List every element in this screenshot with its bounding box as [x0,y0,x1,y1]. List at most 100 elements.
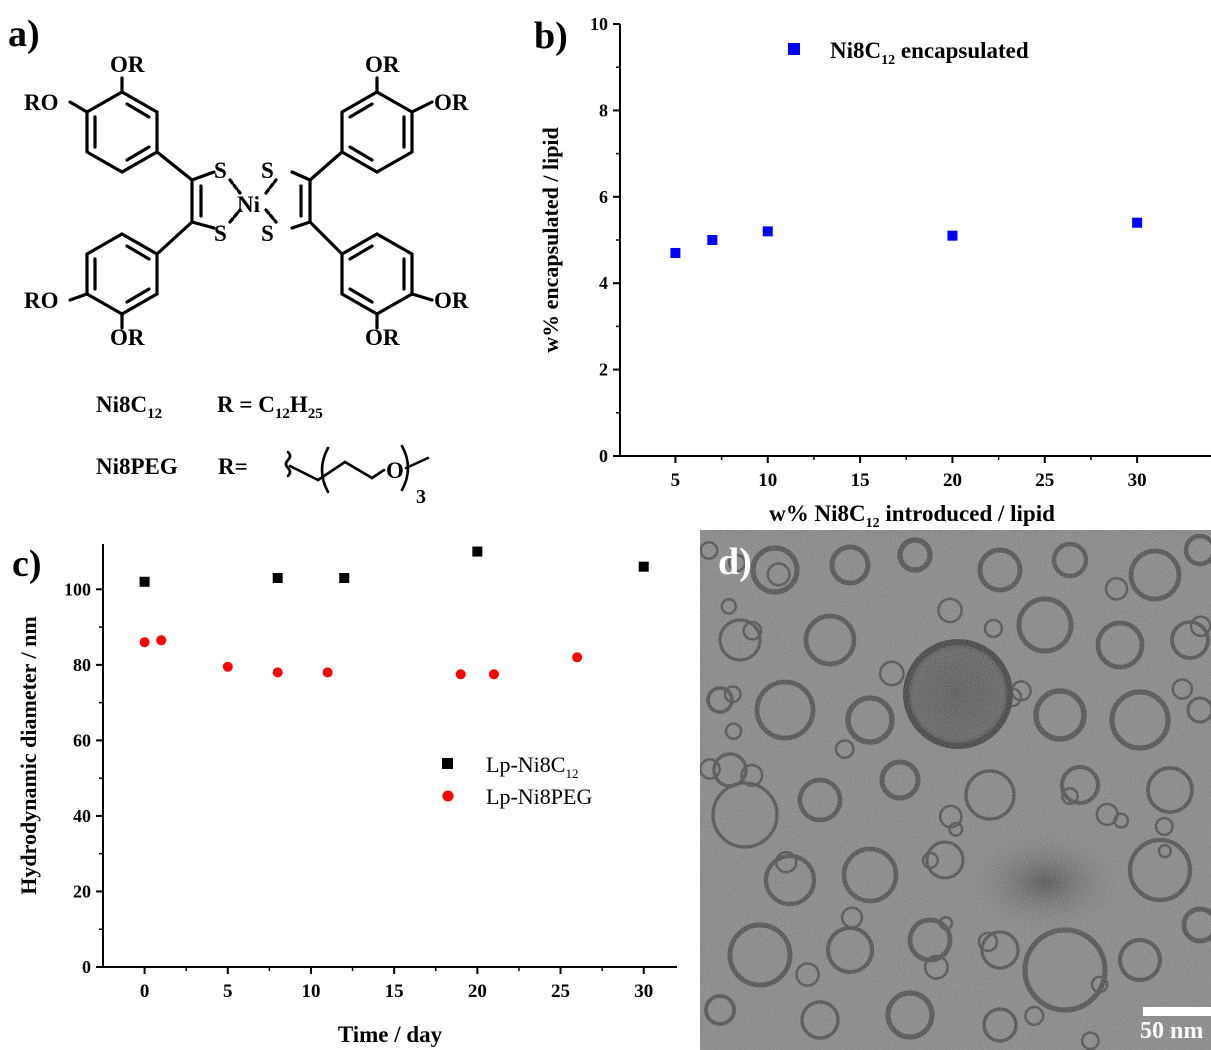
peg-repeat-count: 3 [416,486,426,508]
data-point-series-1 [272,667,283,678]
chart-b-points [670,217,1143,258]
data-point-series-0 [707,235,718,245]
compound-ni8peg-name: Ni8PEG [96,454,178,479]
data-point-series-1 [572,652,583,663]
sulfur-atom-label: S [214,221,227,246]
data-point-series-1 [139,637,150,648]
chart-c-legend: Lp-Ni8C12 Lp-Ni8PEG [442,752,592,809]
chart-b-legend: Ni8C12 encapsulated [788,38,1029,68]
nickel-atom-label: Ni [237,192,261,217]
y-tick-label: 4 [599,273,608,293]
scale-bar [1143,1007,1211,1016]
peg-open-bracket [320,446,330,494]
data-point-series-1 [488,669,499,680]
bottom-left-ro-label: RO [24,288,59,313]
x-tick-label: 15 [385,981,404,1002]
x-tick-label: 20 [468,981,487,1002]
panel-c-label: c) [12,543,42,585]
x-tick-label: 10 [758,470,777,491]
bottom-right-or-label: OR [365,325,400,350]
legend-label-lp-ni8peg: Lp-Ni8PEG [486,784,592,809]
data-point-series-0 [139,576,150,587]
data-point-series-0 [670,247,681,258]
tem-vesicle-image [700,530,1211,1050]
y-tick-label: 20 [73,881,91,901]
compound-ni8c12-r-group: R = C12H25 [217,392,323,422]
compound-ni8c12-name: Ni8C12 [96,392,162,422]
legend-marker-lp-ni8c12 [442,758,453,769]
y-tick-label: 0 [599,446,608,466]
nickel-dithiolene-structure: OR RO RO OR OR OR OR OR S S S S Ni Ni8C1… [24,52,469,508]
data-point-series-1 [156,635,167,646]
data-point-series-0 [638,561,649,572]
encapsulation-scatter-plot: 5 10 15 20 25 30 0 2 4 6 8 10 w% encapsulated / lip… [538,14,1211,530]
panel-c-diameter-chart: c) 0 5 10 15 20 25 30 0 20 40 60 80 100 Hydrodynamic… [0,530,690,1050]
panel-d-label: d) [718,541,752,583]
sulfur-atom-label: S [261,158,274,183]
benzene-ring-top-left [85,90,159,174]
x-tick-label: 30 [1128,470,1147,491]
y-tick-label: 40 [73,806,91,826]
data-point-series-1 [222,661,233,672]
peg-chain-drawing [284,444,430,494]
y-tick-label: 2 [599,360,608,380]
y-tick-label: 0 [82,957,91,977]
data-point-series-0 [472,546,483,557]
chart-c-points [139,546,649,680]
data-point-series-0 [947,230,958,241]
diameter-scatter-plot: 0 5 10 15 20 25 30 0 20 40 60 80 100 Hydrodynamic di… [16,544,677,1047]
x-tick-label: 5 [223,981,233,1002]
legend-marker-ni8c12-encapsulated [788,43,800,55]
chart-b-axes: 5 10 15 20 25 30 0 2 4 6 8 10 [590,14,1211,491]
legend-label-ni8c12-encapsulated: Ni8C12 encapsulated [830,38,1029,68]
y-tick-label: 80 [73,655,91,675]
benzene-ring-bottom-left [85,232,159,316]
scale-bar-label: 50 nm [1140,1018,1204,1044]
data-point-series-0 [339,572,350,583]
x-tick-label: 10 [301,981,320,1002]
chart-c-axes: 0 5 10 15 20 25 30 0 20 40 60 80 100 [64,544,677,1002]
x-tick-label: 25 [551,981,570,1002]
data-point-series-0 [272,572,283,583]
chart-b-y-axis-label: w% encapsulated / lipid [538,127,563,353]
chart-b-x-axis-label: w% Ni8C12 introduced / lipid [769,501,1055,530]
y-tick-label: 8 [599,100,608,120]
data-point-series-0 [762,226,773,237]
y-tick-label: 10 [590,14,608,34]
top-right-or2-label: OR [434,90,469,115]
bottom-left-or-label: OR [110,325,145,350]
benzene-ring-bottom-right [340,232,414,316]
x-tick-label: 0 [140,981,150,1002]
panel-d-tem-micrograph: d) 50 nm [700,530,1211,1050]
compound-ni8peg-r-label: R= [218,454,248,479]
panel-a-label: a) [8,13,40,55]
chart-c-x-axis-label: Time / day [338,1022,443,1047]
chart-c-y-axis-label: Hydrodynamic diameter / nm [16,616,41,894]
sulfur-atom-label: S [261,221,274,246]
x-tick-label: 30 [634,981,653,1002]
panel-b-encapsulation-chart: b) 5 10 15 20 25 30 0 2 4 6 8 10 w% encapsulated / … [530,0,1211,530]
data-point-series-1 [455,669,466,680]
panel-a-chemical-structure: a) [0,0,520,520]
legend-marker-lp-ni8peg [442,790,454,802]
benzene-ring-top-right [340,90,414,174]
x-tick-label: 5 [671,470,681,491]
x-tick-label: 25 [1035,470,1054,491]
data-point-series-0 [1132,217,1143,228]
sulfur-atom-label: S [214,158,227,183]
top-left-ro-label: RO [24,90,59,115]
top-left-or-label: OR [110,52,145,77]
y-tick-label: 60 [73,730,91,750]
y-tick-label: 6 [599,187,608,207]
data-point-series-1 [322,667,333,678]
top-right-or-label: OR [365,52,400,77]
legend-label-lp-ni8c12: Lp-Ni8C12 [486,752,578,781]
x-tick-label: 20 [943,470,962,491]
tem-noise-overlay [700,530,1211,1050]
peg-oxygen-label: O [386,458,404,483]
panel-b-label: b) [534,15,568,57]
x-tick-label: 15 [851,470,870,491]
bottom-right-or2-label: OR [434,288,469,313]
structure-bonds [68,76,434,330]
y-tick-label: 100 [64,579,91,599]
